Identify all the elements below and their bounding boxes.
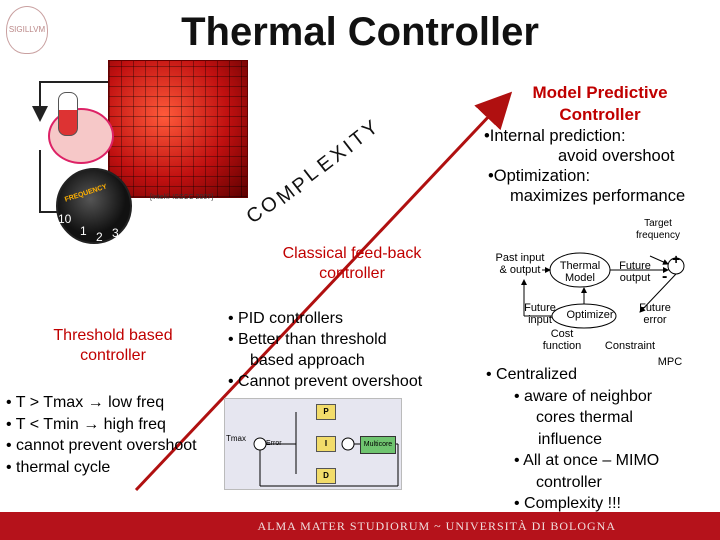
threshold-bullet: • T < Tmin → high freq <box>6 414 197 436</box>
label-line: error <box>630 314 680 326</box>
threshold-bullet: • thermal cycle <box>6 457 197 479</box>
centralized-item: cores thermal <box>486 407 659 429</box>
label-line: & output <box>480 264 560 276</box>
mpc-bullets: •Internal prediction: avoid overshoot •O… <box>484 126 685 206</box>
multicore-block: Multicore <box>360 436 396 454</box>
classical-bullet-cont: based approach <box>228 350 422 371</box>
classical-heading-line: controller <box>262 264 442 284</box>
threshold-bullet: • T > Tmax → low freq <box>6 392 197 414</box>
sum-plus: + <box>672 251 680 267</box>
label-line: Thermal <box>554 260 606 272</box>
cost-function-label: Cost function <box>534 328 590 352</box>
mpc-heading-line: Controller <box>500 104 700 126</box>
label-line: Model <box>554 272 606 284</box>
p-gain-block: P <box>316 404 336 420</box>
footer-bar: ALMA MATER STUDIORUM ~ UNIVERSITÀ DI BOL… <box>0 512 720 540</box>
label-line: input <box>518 314 562 326</box>
threshold-heading: Threshold based controller <box>28 326 198 366</box>
classical-heading-line: Classical feed-back <box>262 244 442 264</box>
classical-bullet: • Better than threshold <box>228 329 422 350</box>
thermometer-icon <box>58 92 78 136</box>
label-line: Cost <box>534 328 590 340</box>
d-gain-block: D <box>316 468 336 484</box>
classical-bullet: • PID controllers <box>228 308 422 329</box>
centralized-list: • Centralized • aware of neighbor cores … <box>486 364 659 515</box>
label-line: Future <box>630 302 680 314</box>
centralized-item: • Centralized <box>486 364 659 386</box>
knob-number: 3 <box>112 226 119 240</box>
i-gain-block: I <box>316 436 336 452</box>
knob-number: 10 <box>58 212 71 226</box>
centralized-item: controller <box>486 472 659 494</box>
error-label: Error <box>266 440 282 447</box>
label-line: output <box>610 272 660 284</box>
mpc-heading-line: Model Predictive <box>500 82 700 104</box>
past-input-label: Past input & output <box>480 252 560 276</box>
mpc-diagram <box>480 226 716 366</box>
knob-number: 2 <box>96 230 103 244</box>
threshold-heading-line: Threshold based <box>28 326 198 346</box>
mpc-bullet: •Internal prediction: <box>484 126 685 146</box>
mpc-heading: Model Predictive Controller <box>500 82 700 126</box>
chip-caption: [Intel© ISSCC 2007] <box>150 194 213 201</box>
classical-bullets: • PID controllers • Better than threshol… <box>228 308 422 392</box>
label-line: Target <box>628 218 688 230</box>
threshold-bullet: • cannot prevent overshoot <box>6 435 197 457</box>
sum-minus: - <box>662 268 667 286</box>
frequency-knob-icon <box>56 168 132 244</box>
future-error-label: Future error <box>630 302 680 326</box>
label-line: function <box>534 340 590 352</box>
centralized-item: influence <box>486 429 659 451</box>
threshold-bullets: • T > Tmax → low freq • T < Tmin → high … <box>6 392 197 478</box>
label-line: Future <box>518 302 562 314</box>
mpc-bullet: •Optimization: <box>488 166 685 186</box>
target-frequency-label: Target frequency <box>628 218 688 242</box>
constraint-label: Constraint <box>600 340 660 352</box>
footer-text: ALMA MATER STUDIORUM ~ UNIVERSITÀ DI BOL… <box>258 519 617 534</box>
mpc-bullet-cont: maximizes performance <box>484 186 685 206</box>
optimizer-block: Optimizer <box>560 309 620 321</box>
knob-number: 1 <box>80 224 87 238</box>
label-line: Future <box>610 260 660 272</box>
chip-thermal-map-image <box>108 60 248 198</box>
label-line: frequency <box>628 230 688 242</box>
tmax-label: Tmax <box>226 434 246 443</box>
classical-heading: Classical feed-back controller <box>262 244 442 284</box>
label-line: Past input <box>480 252 560 264</box>
mpc-bullet-cont: avoid overshoot <box>484 146 685 166</box>
centralized-item: • All at once – MIMO <box>486 450 659 472</box>
centralized-item: • aware of neighbor <box>486 386 659 408</box>
future-input-label: Future input <box>518 302 562 326</box>
future-output-label: Future output <box>610 260 660 284</box>
threshold-heading-line: controller <box>28 346 198 366</box>
thermal-model-block: Thermal Model <box>554 260 606 284</box>
classical-bullet: • Cannot prevent overshoot <box>228 371 422 392</box>
